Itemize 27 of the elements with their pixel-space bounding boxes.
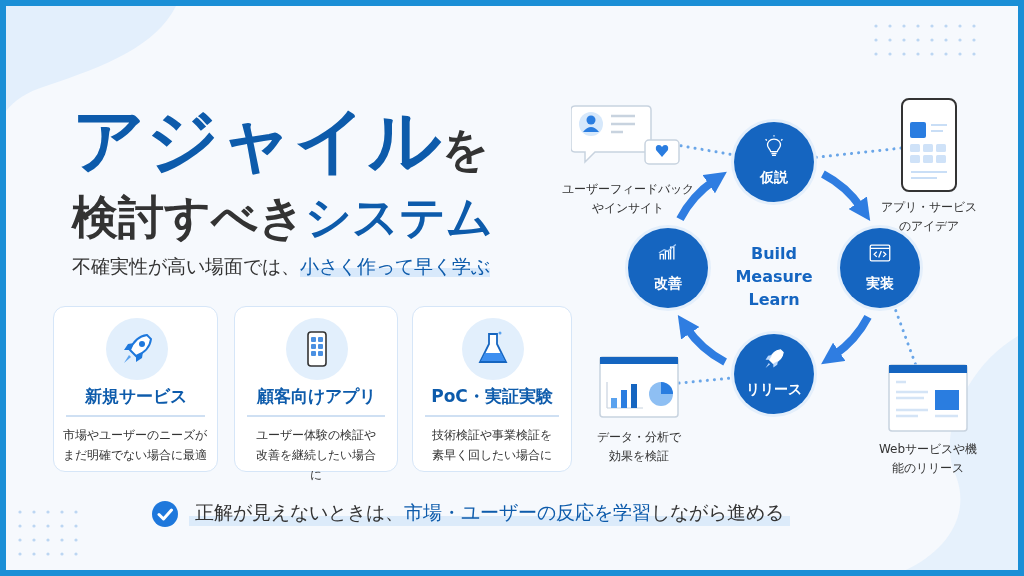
card-description: ユーザー体験の検証や改善を継続したい場合に: [254, 427, 377, 485]
node-label: Webサービスや機能のリリース: [877, 441, 979, 478]
card-description: 市場やユーザーのニーズがまだ明確でない場合に最適: [62, 427, 208, 465]
use-case-card: [53, 306, 218, 472]
card-heading: 顧客向けアプリ: [255, 385, 377, 408]
node-label: データ・分析で効果を検証: [596, 429, 682, 466]
cycle-center-label: Build Measure Learn: [734, 243, 814, 312]
card-heading: 新規サービス: [83, 385, 188, 408]
step-label: リリース: [745, 381, 803, 399]
summary-text: 正解が見えないときは、市場・ユーザーの反応を学習しながら進める: [189, 500, 790, 526]
node-label: アプリ・サービスのアイデア: [880, 199, 978, 236]
step-label: 実装: [865, 275, 895, 293]
step-label: 改善: [653, 275, 683, 293]
cycle-arrow: [821, 314, 872, 365]
step-circle: [734, 334, 814, 414]
step-label: 仮説: [759, 169, 789, 187]
step-circle: [628, 228, 708, 308]
card-heading: PoC・実証実験: [430, 385, 554, 408]
title: アジャイルを検討すべきシステム: [72, 97, 494, 246]
cycle-arrow: [820, 170, 871, 221]
subtitle: 不確実性が高い場面では、小さく作って早く学ぶ: [72, 254, 490, 279]
use-case-card: [412, 306, 572, 472]
cycle-arrow: [677, 315, 728, 366]
cycle-arrow: [676, 171, 727, 222]
node-label: ユーザーフィードバックやインサイト: [561, 181, 695, 218]
card-description: 技術検証や事業検証を素早く回したい場合に: [430, 427, 553, 465]
step-circle: [734, 122, 814, 202]
